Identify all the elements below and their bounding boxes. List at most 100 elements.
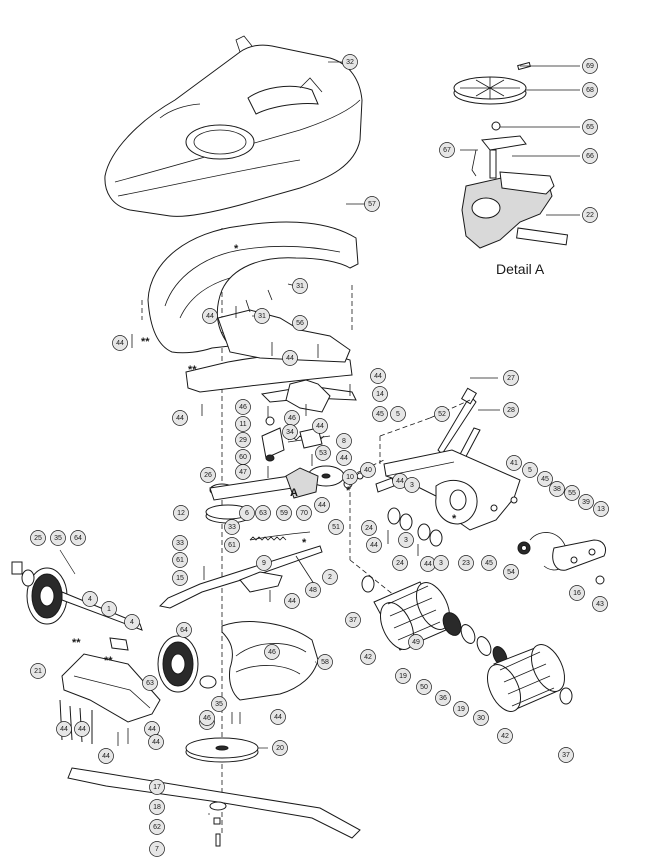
callout-number: 27 [507,375,515,382]
callout-number: 34 [286,429,294,436]
callout-circle [390,406,406,422]
callout-number: 10 [346,474,354,481]
part-callout-16: 16 [569,585,585,601]
part-callout-31: 31 [254,308,270,324]
callout-number: 4 [88,596,92,603]
part-callout-44: 44 [202,308,218,324]
callout-circle [392,555,408,571]
grass-bag [104,35,363,217]
callout-circle [408,634,424,650]
callout-circle [458,555,474,571]
callout-number: 38 [553,486,561,493]
callout-number: 25 [34,535,42,542]
part-callout-29: 29 [235,432,251,448]
callout-number: 58 [321,659,329,666]
callout-number: 63 [146,680,154,687]
single-star-marker: * [234,243,239,255]
part-callout-44: 44 [98,748,114,764]
callout-number: 44 [286,355,294,362]
callout-circle [235,399,251,415]
single-star-marker: * [346,485,351,497]
part-callout-28: 28 [503,402,519,418]
callout-number: 33 [228,524,236,531]
callout-circle [305,582,321,598]
callout-number: 45 [541,476,549,483]
part-callout-44: 44 [112,335,128,351]
callout-number: 55 [568,490,576,497]
callout-number: 42 [501,733,509,740]
callout-circle [296,505,312,521]
part-callout-44: 44 [148,734,164,750]
callout-number: 19 [457,706,465,713]
callout-circle [224,519,240,535]
part-callout-35: 35 [211,696,227,712]
callout-number: 59 [280,510,288,517]
callout-number: 48 [309,587,317,594]
part-callout-19: 19 [453,701,469,717]
cable-rod-assembly [158,531,323,609]
callout-number: 51 [332,524,340,531]
callout-number: 22 [586,212,594,219]
callout-circle [255,505,271,521]
callout-circle [172,535,188,551]
callout-number: 44 [424,561,432,568]
callout-number: 2 [328,574,332,581]
callout-number: 44 [176,415,184,422]
part-callout-5: 5 [522,462,538,478]
callout-number: 21 [34,668,42,675]
double-star-marker: ** [188,364,197,376]
part-callout-67: 67 [439,142,455,158]
belt-drive [205,465,395,524]
callout-number: 45 [485,560,493,567]
callout-number: 56 [296,320,304,327]
part-callout-4: 4 [82,591,98,607]
part-callout-25: 25 [30,530,46,546]
callout-circle [224,537,240,553]
double-star-marker: ** [72,637,81,649]
callout-circle [435,690,451,706]
callout-circle [497,728,513,744]
part-callout-70: 70 [296,505,312,521]
callout-number: 47 [239,469,247,476]
callout-number: 13 [597,506,605,513]
part-callout-23: 23 [458,555,474,571]
single-star-marker: * [452,513,457,525]
part-callout-44: 44 [56,721,72,737]
callout-number: 30 [477,715,485,722]
part-callout-9: 9 [256,555,272,571]
part-callout-27: 27 [503,370,519,386]
callout-number: 44 [78,726,86,733]
part-callout-30: 30 [473,710,489,726]
part-callout-64: 64 [176,622,192,638]
callout-circle [172,552,188,568]
callout-number: 31 [296,283,304,290]
part-callout-49: 49 [408,634,424,650]
callout-number: 20 [276,745,284,752]
part-callout-33: 33 [224,519,240,535]
part-callout-61: 61 [224,537,240,553]
part-callout-32: 32 [342,54,358,70]
callout-circle [336,433,352,449]
callout-circle [292,278,308,294]
part-callout-31: 31 [292,278,308,294]
callout-circle [361,520,377,536]
part-callout-62: 62 [149,819,165,835]
part-callout-69: 69 [582,58,598,74]
callout-circle [149,841,165,857]
callout-number: 45 [376,411,384,418]
callout-circle [176,622,192,638]
part-callout-17: 17 [149,779,165,795]
callout-circle [149,799,165,815]
callout-circle [101,601,117,617]
part-callout-3: 3 [433,555,449,571]
callout-number: 67 [443,147,451,154]
part-callout-63: 63 [255,505,271,521]
part-callout-6: 6 [239,505,255,521]
callout-number: 28 [507,407,515,414]
callout-number: 66 [586,153,594,160]
callout-number: 57 [368,201,376,208]
callout-number: 24 [396,560,404,567]
part-callout-39: 39 [578,494,594,510]
part-callout-20: 20 [272,740,288,756]
